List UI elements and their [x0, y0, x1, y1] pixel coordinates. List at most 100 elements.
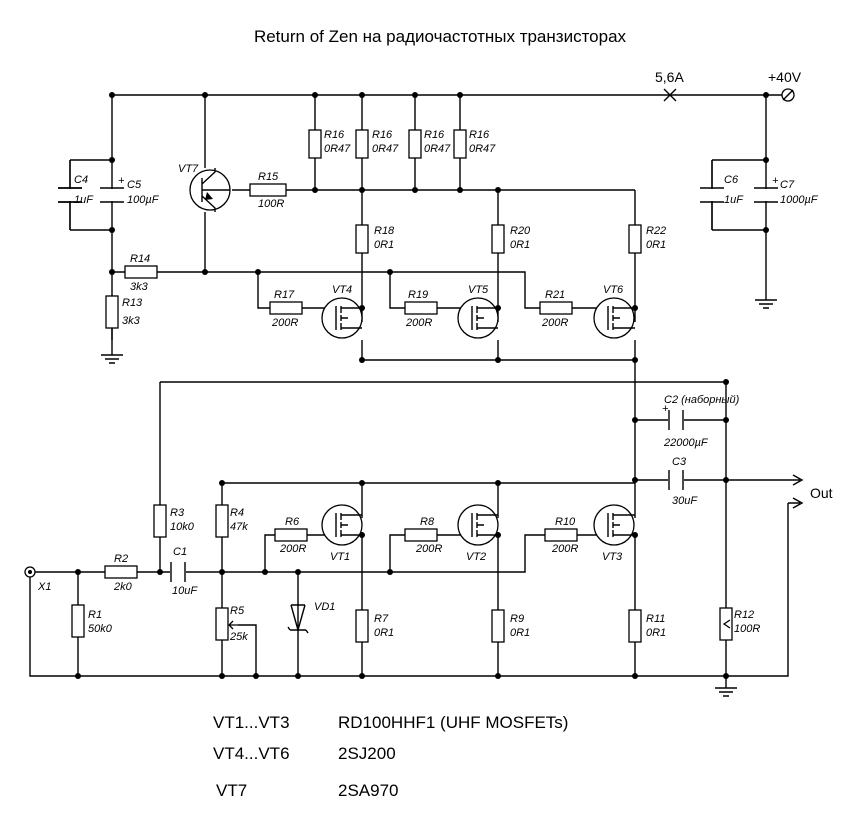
r16b-value: 0R47	[372, 143, 399, 155]
r11-value: 0R1	[646, 627, 666, 639]
vt6-mosfet: VT6	[593, 284, 635, 339]
r12-potentiometer: R12 100R	[719, 607, 760, 641]
r21-name: R21	[545, 289, 565, 301]
wiring	[29, 88, 800, 688]
input-label: X1	[37, 581, 51, 593]
r20-resistor: R20 0R1	[491, 224, 531, 254]
vt2-mosfet: VT2	[457, 504, 499, 563]
vt3-name: VT3	[602, 551, 623, 563]
r13-value: 3k3	[122, 315, 141, 327]
r4-name: R4	[230, 507, 244, 519]
r4-resistor: R4 47k	[215, 504, 248, 538]
r16b-name: R16	[372, 129, 393, 141]
r19-value: 200R	[405, 317, 432, 329]
legend-type-1: RD100HHF1 (UHF MOSFETs)	[338, 713, 568, 732]
legend-type-2: 2SJ200	[338, 744, 396, 763]
r22-resistor: R22 0R1	[628, 224, 666, 254]
diagram-title: Return of Zen на радиочастотных транзист…	[254, 27, 627, 46]
c6-value: 1uF	[724, 194, 744, 206]
legend-parts-2: VT4...VT6	[213, 744, 290, 763]
r17-name: R17	[274, 289, 295, 301]
r15-name: R15	[258, 171, 279, 183]
r3-name: R3	[170, 507, 185, 519]
c5-value: 100µF	[127, 194, 160, 206]
c4-value: 1uF	[74, 194, 94, 206]
supply-current-label: 5,6A	[655, 69, 684, 85]
r8-name: R8	[420, 516, 435, 528]
r16c-name: R16	[424, 129, 445, 141]
output-terminal: Out	[792, 474, 833, 509]
r22-name: R22	[646, 225, 666, 237]
vt6-name: VT6	[603, 284, 624, 296]
c5-name: C5	[127, 179, 142, 191]
r16d-resistor: R16 0R47	[453, 129, 496, 159]
supply-voltage-label: +40V	[768, 69, 802, 85]
r16a-resistor: R16 0R47	[308, 129, 351, 159]
r3-resistor: R3 10k0	[153, 504, 195, 538]
c3-capacitor: C3 30uF	[668, 456, 698, 507]
r14-value: 3k3	[130, 281, 149, 293]
c6-capacitor: C6 1uF	[698, 160, 744, 230]
legend-type-3: 2SA970	[338, 781, 399, 800]
c7-value: 1000µF	[780, 194, 819, 206]
r12-value: 100R	[734, 623, 760, 635]
r6-name: R6	[285, 516, 300, 528]
r13-resistor: R13 3k3	[105, 295, 143, 329]
c1-capacitor: C1 10uF	[170, 546, 198, 597]
r15-value: 100R	[258, 198, 284, 210]
c5-plus: +	[118, 175, 125, 187]
c2-capacitor: + C2 (наборный) 22000µF	[662, 394, 740, 449]
r19-resistor: R19 200R	[404, 289, 438, 329]
r18-name: R18	[374, 225, 395, 237]
r10-resistor: R10 200R	[544, 516, 578, 555]
r14-name: R14	[130, 253, 150, 265]
r7-value: 0R1	[374, 627, 394, 639]
vt4-name: VT4	[332, 284, 352, 296]
r6-resistor: R6 200R	[274, 516, 308, 555]
r9-value: 0R1	[510, 627, 530, 639]
r12-name: R12	[734, 609, 754, 621]
parts-legend: VT1...VT3 RD100HHF1 (UHF MOSFETs) VT4...…	[213, 713, 568, 800]
r20-name: R20	[510, 225, 531, 237]
c1-name: C1	[173, 546, 187, 558]
c3-value: 30uF	[672, 495, 698, 507]
r16b-resistor: R16 0R47	[355, 129, 399, 159]
c4-capacitor: C4 1uF	[56, 160, 94, 230]
r14-resistor: R14 3k3	[124, 253, 158, 293]
c5-capacitor: + C5 100µF	[98, 175, 160, 206]
input-connector: X1	[24, 566, 51, 593]
vt1-name: VT1	[330, 551, 350, 563]
vt1-mosfet: VT1	[321, 504, 363, 563]
vt2-name: VT2	[466, 551, 486, 563]
output-label: Out	[810, 485, 833, 501]
r17-value: 200R	[271, 317, 298, 329]
c6-name: C6	[724, 174, 739, 186]
vt7-name: VT7	[178, 163, 199, 175]
legend-parts-1: VT1...VT3	[213, 713, 290, 732]
vd1-zener-diode: VD1	[287, 601, 335, 634]
r5-potentiometer: R5 25k	[215, 605, 248, 643]
junctions	[75, 92, 769, 679]
r2-resistor: R2 2k0	[104, 553, 138, 593]
r11-name: R11	[646, 613, 665, 625]
c7-name: C7	[780, 179, 795, 191]
r16a-name: R16	[324, 129, 345, 141]
r3-value: 10k0	[170, 521, 195, 533]
r1-value: 50k0	[88, 623, 113, 635]
c2-name: C2 (наборный)	[664, 394, 740, 406]
r11-resistor: R11 0R1	[628, 609, 666, 643]
ground-symbols	[101, 299, 777, 697]
r8-resistor: R8 200R	[404, 516, 442, 555]
c7-plus: +	[772, 175, 779, 187]
c2-value: 22000µF	[663, 437, 709, 449]
r16c-resistor: R16 0R47	[408, 129, 451, 159]
r20-value: 0R1	[510, 239, 530, 251]
vt5-name: VT5	[468, 284, 489, 296]
r2-name: R2	[114, 553, 128, 565]
legend-parts-3: VT7	[216, 781, 247, 800]
r10-name: R10	[555, 516, 576, 528]
r7-resistor: R7 0R1	[355, 609, 394, 643]
supply-terminal: +40V 5,6A	[655, 69, 802, 102]
r1-name: R1	[88, 609, 102, 621]
r7-name: R7	[374, 613, 389, 625]
